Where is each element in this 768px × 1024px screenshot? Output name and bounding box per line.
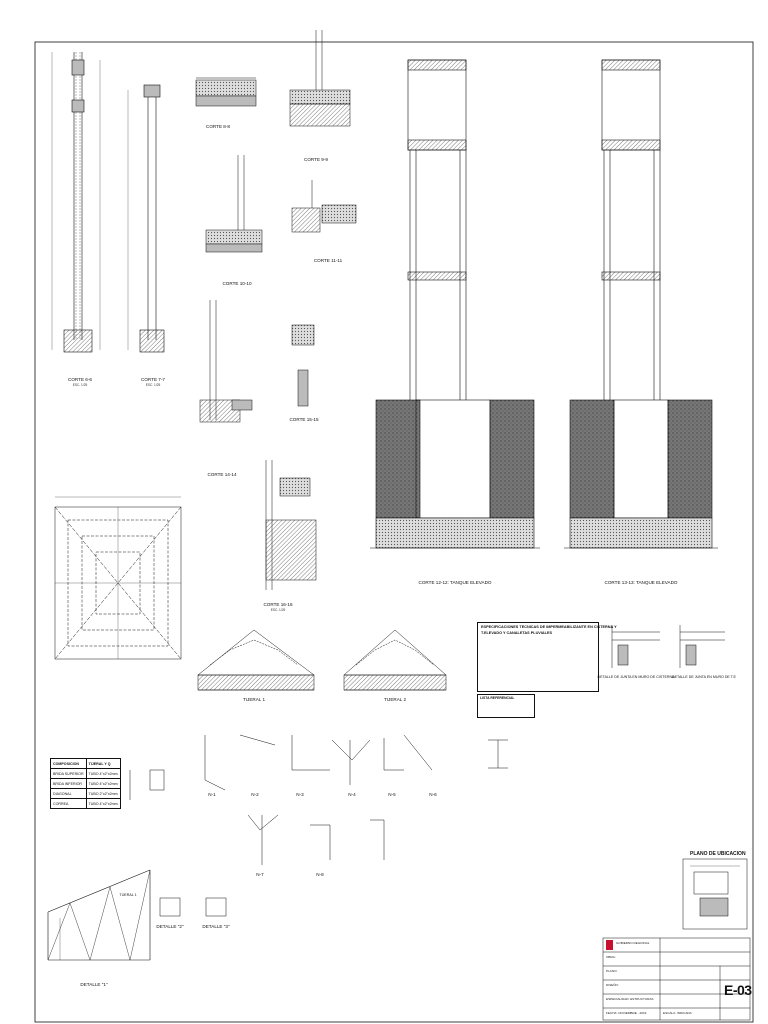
- label-section-15-15: CORTE 15-15: [289, 417, 319, 422]
- scale-6-6: ESC. 1/25: [72, 383, 88, 387]
- label-joint-te: DETALLE DE JUNTA EN MURO DE T.E: [672, 675, 736, 679]
- spec-box: ESPECIFICACIONES TECNICAS DE IMPERMEABIL…: [477, 622, 617, 692]
- section-9-9: [289, 30, 351, 127]
- joint-details: [611, 625, 725, 668]
- sheet-border: [34, 41, 754, 1023]
- title-block-frame: [602, 937, 751, 1021]
- spec-title-2: T.ELEVADO Y CANALETAS PLUVIALES: [481, 631, 553, 635]
- section-10-10: [205, 155, 263, 253]
- scale-16-16: ESC. 1/25: [270, 608, 286, 612]
- label-node-7: N-7: [256, 872, 264, 877]
- comp-header-1: TIJERAL Y Q: [85, 758, 121, 769]
- comp-row-3-1: TUBO 4"x2"x2mm: [85, 798, 121, 809]
- label-tank-12-12: CORTE 12-12: TANQUE ELEVADO: [418, 580, 492, 585]
- section-16-16: [265, 460, 317, 590]
- label-node-1: N-1: [208, 792, 216, 797]
- label-detail-3: DETALLE "3": [202, 924, 230, 929]
- section-15-15: [291, 324, 315, 407]
- label-section-6-6: CORTE 6-6: [68, 377, 92, 382]
- label-section-7-7: CORTE 7-7: [141, 377, 165, 382]
- sheet-code: E-03: [724, 982, 752, 998]
- label-node-2: N-2: [251, 792, 259, 797]
- spec-title-1: ESPECIFICACIONES TECNICAS DE IMPERMEABIL…: [481, 625, 617, 629]
- lista-box: LISTA REFERENCIAL: [477, 694, 535, 718]
- title-block-line-4: ESPECIALIDAD: ESTRUCTURAS: [606, 997, 654, 1001]
- tank-section-13-13: [564, 59, 718, 549]
- label-section-9-9: CORTE 9-9: [304, 157, 328, 162]
- label-node-4: N-4: [348, 792, 356, 797]
- section-8-8: [195, 77, 257, 107]
- label-node-5: N-5: [388, 792, 396, 797]
- section-7-7: [127, 84, 165, 353]
- label-truss-1: TIJERAL 1: [242, 697, 266, 702]
- roof-plan: [54, 496, 182, 660]
- label-truss-detail: TIJERAL 1: [119, 893, 137, 897]
- location-plan-drawing: [682, 858, 748, 930]
- tank-section-12-12: [370, 59, 540, 549]
- label-detail-2: DETALLE "2": [156, 924, 184, 929]
- label-node-3: N-3: [296, 792, 304, 797]
- comp-row-2-1: TUBO 2"x2"x2mm: [85, 788, 121, 799]
- truss-elevations: [197, 629, 447, 691]
- comp-row-3-0: CORREA: [50, 798, 87, 809]
- label-section-8-8: CORTE 8-8: [206, 124, 230, 129]
- label-section-16-16: CORTE 16-16: [263, 602, 293, 607]
- lista-title: LISTA REFERENCIAL: [480, 696, 515, 700]
- comp-row-1-0: BRIDA INFERIOR: [50, 778, 87, 789]
- title-block-line-5: ESCALA: INDICADA: [663, 1011, 692, 1015]
- location-plan-title: PLANO DE UBICACION: [690, 851, 746, 857]
- label-node-8: N-8: [316, 872, 324, 877]
- label-tank-13-13: CORTE 13-13: TANQUE ELEVADO: [604, 580, 678, 585]
- comp-header-0: COMPOSICION: [50, 758, 87, 769]
- label-truss-2: TIJERAL 2: [383, 697, 407, 702]
- title-block-line-1: OBRA:: [606, 955, 616, 959]
- comp-row-2-0: DIAGONAL: [50, 788, 87, 799]
- title-block-line-6: FECHA: NOVIEMBRE - 2019: [606, 1011, 647, 1015]
- details-2-3: [129, 769, 227, 917]
- label-joint-cisterna: DETALLE DE JUNTA EN MURO DE CISTERNA: [597, 675, 675, 679]
- comp-row-0-0: BRIDA SUPERIOR: [50, 768, 87, 779]
- label-section-11-11: CORTE 11-11: [313, 258, 343, 263]
- title-block-line-3: DISEÑO:: [606, 983, 619, 987]
- section-14-14: [199, 300, 253, 423]
- truss-detail-lower: [47, 869, 151, 961]
- title-block-line-0: GOBIERNO REGIONAL: [616, 941, 650, 945]
- comp-row-1-1: TUBO 4"x2"x2mm: [85, 778, 121, 789]
- comp-row-0-1: TUBO 4"x2"x2mm: [85, 768, 121, 779]
- title-block-line-2: PLANO:: [606, 969, 618, 973]
- node-drawings: [204, 734, 508, 865]
- label-section-10-10: CORTE 10-10: [222, 281, 252, 286]
- scale-7-7: ESC. 1/25: [145, 383, 161, 387]
- label-detail-1: DETALLE "1": [80, 982, 108, 987]
- section-6-6: [51, 52, 101, 353]
- label-node-6: N-6: [429, 792, 437, 797]
- label-section-14-14: CORTE 14-14: [207, 472, 237, 477]
- section-11-11: [291, 180, 357, 233]
